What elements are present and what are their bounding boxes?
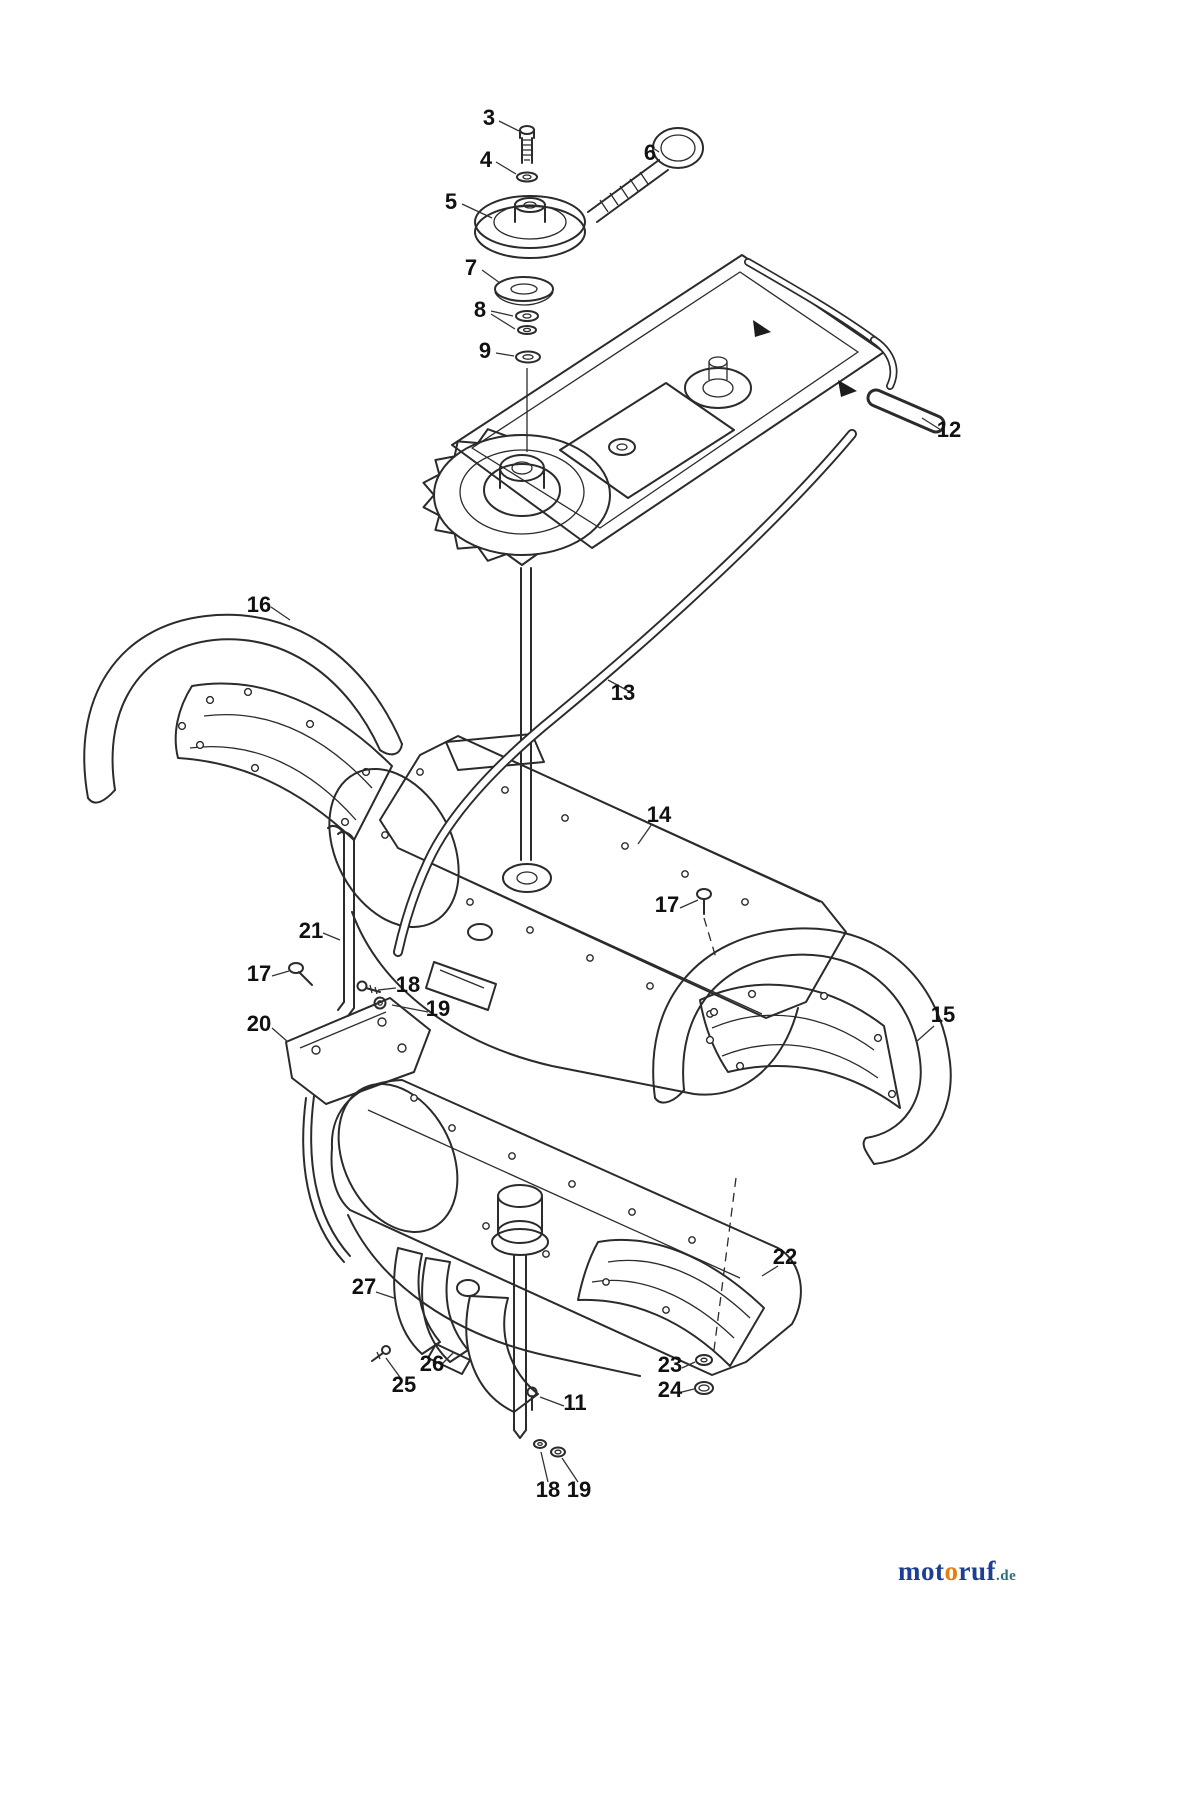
part-label-17-right: 17 (655, 892, 679, 917)
part-label-20: 20 (247, 1011, 271, 1036)
handle-tube-13 (393, 429, 857, 957)
part-label-22: 22 (773, 1244, 797, 1269)
main-housing-14 (328, 733, 847, 1096)
part-label-18-upper: 18 (396, 972, 420, 997)
handlebar-tubes (744, 258, 898, 397)
tines-27 (393, 1247, 539, 1413)
screw-18-upper (356, 980, 381, 995)
watermark-accent-letter: o (944, 1556, 959, 1586)
watermark-text: mot (898, 1556, 945, 1586)
watermark-logo: motoruf.de (898, 1556, 1016, 1587)
washer-7 (494, 276, 554, 306)
part-label-21: 21 (299, 918, 323, 943)
part-label-11: 11 (563, 1390, 586, 1415)
part-label-24: 24 (658, 1377, 683, 1402)
nut-19-lower (550, 1446, 566, 1458)
pin-17-right (696, 888, 717, 959)
blade-tab-26 (427, 1343, 471, 1375)
part-label-25: 25 (392, 1372, 416, 1397)
part-label-12: 12 (937, 417, 961, 442)
part-label-26: 26 (420, 1351, 444, 1376)
washers-8 (515, 310, 539, 335)
fender-16 (83, 613, 403, 841)
washer-18-lower (533, 1439, 547, 1449)
bolt-3 (519, 125, 535, 164)
part-label-5: 5 (445, 189, 457, 214)
part-label-18-lower: 18 (536, 1477, 560, 1502)
axle-bolt-11 (526, 1386, 538, 1411)
part-label-13: 13 (611, 680, 635, 705)
handle-rod-6 (587, 127, 704, 223)
clamp-mark-icon (753, 320, 771, 337)
grip-12 (866, 388, 946, 434)
nut-23 (695, 1354, 713, 1366)
pin-17-left (288, 962, 313, 986)
part-label-9: 9 (479, 338, 491, 363)
watermark-tld: .de (995, 1568, 1017, 1584)
alignment-dash-line (713, 1177, 737, 1351)
part-label-19-upper: 19 (426, 996, 450, 1021)
leader-lines (270, 120, 942, 1483)
part-label-23: 23 (658, 1352, 682, 1377)
washer-4 (516, 171, 538, 183)
part-label-6: 6 (644, 140, 656, 165)
part-label-8: 8 (474, 297, 486, 322)
rods-21 (327, 825, 355, 1017)
part-label-7: 7 (465, 255, 477, 280)
part-label-27: 27 (352, 1274, 376, 1299)
part-label-14: 14 (647, 802, 672, 827)
pulley-5 (474, 195, 586, 259)
part-label-16: 16 (247, 592, 271, 617)
part-label-19-lower: 19 (567, 1477, 591, 1502)
bracket-20 (285, 997, 431, 1263)
part-label-15: 15 (931, 1002, 955, 1027)
sprocket-gear (422, 428, 611, 566)
axle-shaft-upper (520, 567, 532, 861)
part-label-17-left: 17 (247, 961, 271, 986)
washer-9 (515, 350, 541, 364)
clamp-mark-icon (838, 380, 857, 397)
fender-15 (652, 927, 952, 1165)
lower-housing-22 (330, 1079, 802, 1377)
part-labels: 3 4 5 6 7 8 9 12 16 13 14 17 21 17 18 19… (247, 105, 961, 1502)
latch-bracket (425, 961, 497, 1011)
lower-hub-and-shaft (491, 1184, 549, 1439)
deck-assembly (451, 254, 885, 549)
part-label-3: 3 (483, 105, 495, 130)
nut-24 (694, 1381, 714, 1395)
screw-25 (371, 1345, 391, 1362)
watermark-text: ruf (958, 1556, 996, 1586)
part-label-4: 4 (480, 147, 493, 172)
